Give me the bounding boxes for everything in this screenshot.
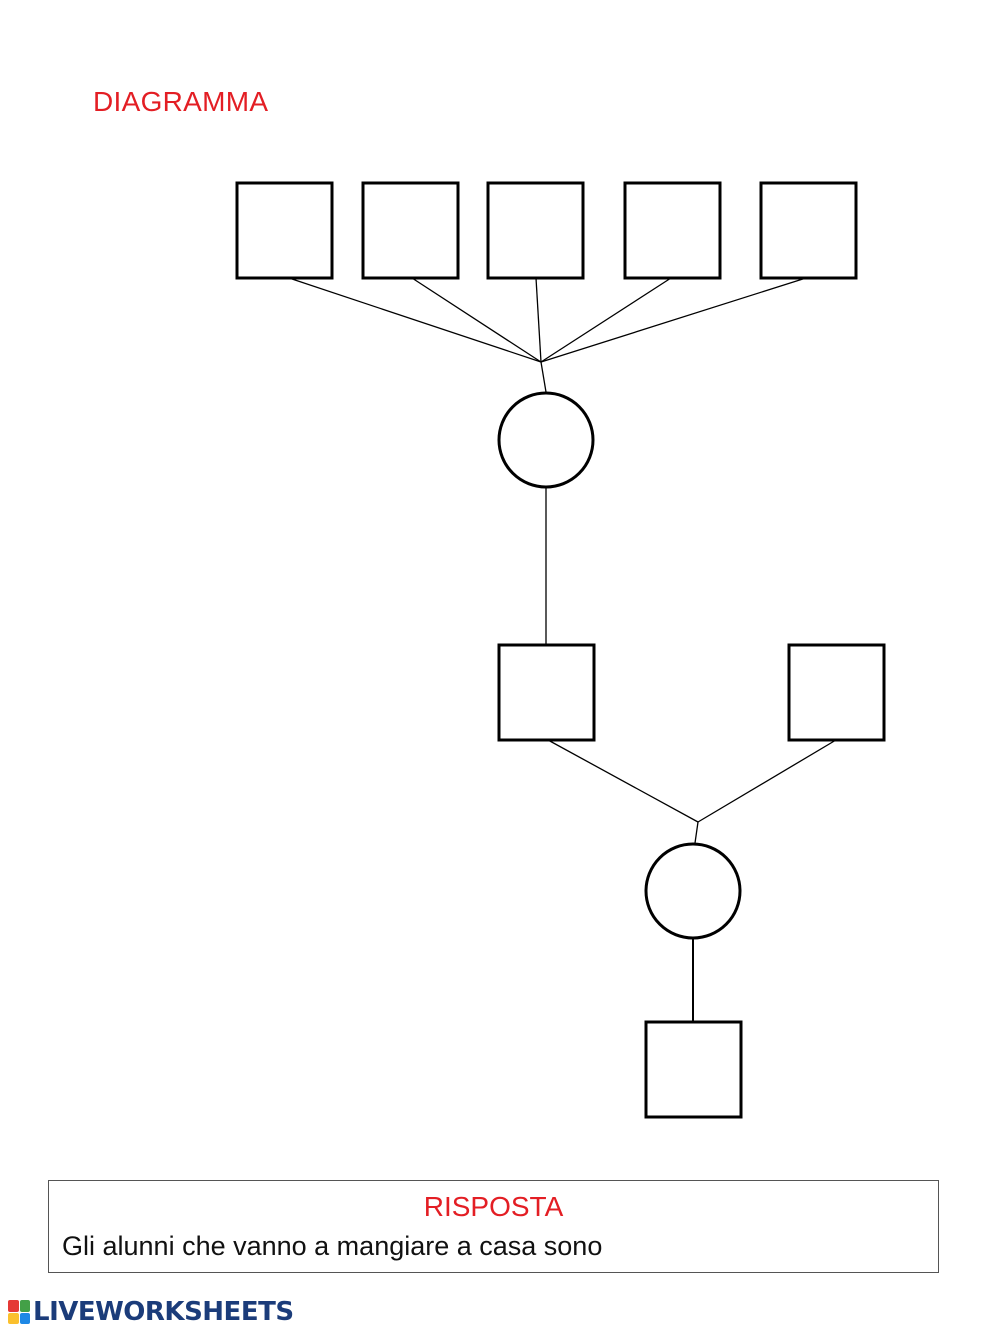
diagram-title: DIAGRAMMA <box>93 86 269 117</box>
answer-box-square[interactable] <box>486 181 585 280</box>
difference-circle[interactable] <box>644 842 742 940</box>
logo-mark-icon <box>8 1300 30 1324</box>
logo-square <box>19 1300 30 1312</box>
answer-box-square[interactable] <box>361 181 460 280</box>
connector-line <box>547 739 699 823</box>
logo-square <box>8 1300 19 1312</box>
connector-line <box>288 277 542 363</box>
venn-tree-diagram <box>235 181 886 1119</box>
result-box-square[interactable] <box>644 1020 743 1119</box>
connector-line <box>540 361 547 393</box>
sum-circle[interactable] <box>497 391 595 489</box>
logo-square <box>8 1312 19 1324</box>
connector-line <box>694 821 699 844</box>
liveworksheets-logo: LIVEWORKSHEETS <box>8 1295 294 1329</box>
answer-box: RISPOSTA Gli alunni che vanno a mangiare… <box>48 1180 939 1273</box>
logo-square <box>19 1312 30 1324</box>
answer-box-square[interactable] <box>787 643 886 742</box>
connector-line <box>411 277 542 363</box>
answer-text: Gli alunni che vanno a mangiare a casa s… <box>62 1231 603 1261</box>
connector-line <box>540 277 807 363</box>
connectors-bottom <box>547 739 837 1022</box>
connector-line <box>697 739 837 823</box>
answer-box-square[interactable] <box>623 181 722 280</box>
top-row-boxes <box>235 181 858 280</box>
answer-box-square[interactable] <box>759 181 858 280</box>
answer-heading: RISPOSTA <box>423 1191 564 1222</box>
answer-box-square[interactable] <box>235 181 334 280</box>
connector-line <box>535 277 542 363</box>
answer-box-square[interactable] <box>497 643 596 742</box>
middle-row-boxes <box>497 643 886 742</box>
connector-line <box>540 277 672 363</box>
logo-text: LIVEWORKSHEETS <box>33 1297 294 1327</box>
connectors-top <box>288 277 807 644</box>
